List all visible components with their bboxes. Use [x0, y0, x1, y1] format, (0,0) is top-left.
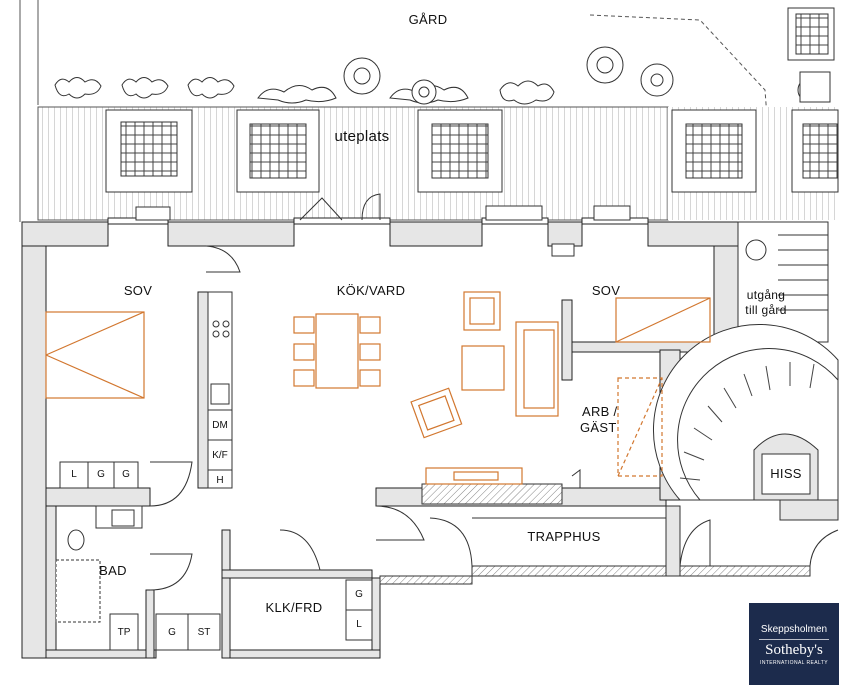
fixture-g4: G — [355, 589, 363, 600]
fixture-dm: DM — [212, 420, 228, 431]
interior-doors — [149, 461, 581, 591]
logo-divider — [759, 639, 829, 640]
fixture-h: H — [216, 475, 224, 486]
fixture-kf: K/F — [212, 450, 228, 461]
logo-line-1: Skeppsholmen — [760, 624, 828, 635]
fixture-tp: TP — [117, 627, 131, 638]
kitchen-counter — [207, 291, 233, 489]
terrace-doors — [205, 193, 381, 273]
label-kok-vard: KÖK/VARD — [336, 283, 406, 298]
label-utgang-2: till gård — [745, 303, 787, 317]
label-sov-right: SOV — [591, 283, 621, 298]
fixture-st: ST — [197, 627, 211, 638]
garden-stair — [737, 221, 829, 343]
label-bad: BAD — [99, 563, 127, 578]
label-klk-frd: KLK/FRD — [265, 600, 323, 615]
fixture-g1: G — [97, 469, 105, 480]
logo-line-3: INTERNATIONAL REALTY — [760, 660, 828, 666]
trapphus-area — [379, 505, 839, 585]
courtyard-lines — [19, 0, 791, 222]
fixture-g2: G — [122, 469, 130, 480]
label-hiss: HISS — [770, 466, 802, 481]
hatched-counter — [421, 483, 563, 505]
fixture-l2: L — [356, 619, 362, 630]
label-arb-1: ARB / — [582, 404, 618, 419]
label-uteplats: uteplats — [334, 128, 390, 145]
klk-closets — [345, 579, 373, 641]
fixture-g3: G — [168, 627, 176, 638]
label-gard: GÅRD — [408, 12, 448, 27]
label-arb-2: GÄST — [580, 420, 617, 435]
furniture — [45, 291, 711, 485]
window-sills — [135, 205, 631, 257]
label-utgang-1: utgång — [746, 288, 786, 302]
logo-line-2: Sotheby's — [765, 642, 823, 658]
closets-sov — [59, 461, 139, 489]
spiral-staircase — [652, 324, 839, 521]
sothebys-logo: Skeppsholmen Sotheby's INTERNATIONAL REA… — [749, 603, 839, 685]
label-trapphus: TRAPPHUS — [527, 529, 601, 544]
bathroom-fixtures — [55, 505, 221, 651]
label-sov-left: SOV — [123, 283, 153, 298]
fixture-l: L — [71, 469, 77, 480]
hedge-row — [54, 46, 823, 105]
skylights — [105, 7, 839, 193]
